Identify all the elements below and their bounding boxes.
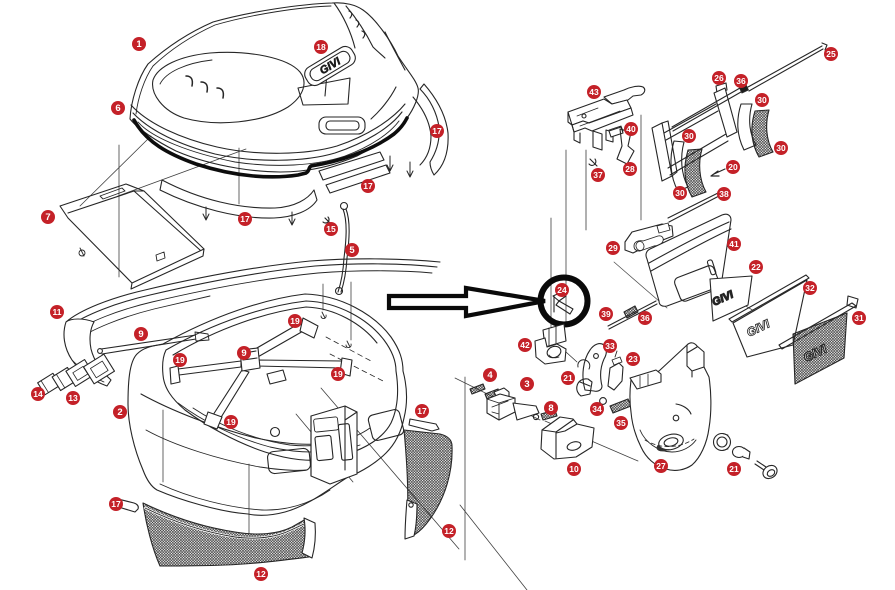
- svg-text:30: 30: [776, 143, 786, 153]
- svg-text:13: 13: [68, 393, 78, 403]
- svg-text:17: 17: [417, 406, 427, 416]
- svg-text:31: 31: [854, 313, 864, 323]
- svg-text:6: 6: [115, 103, 120, 114]
- svg-text:10: 10: [569, 464, 579, 474]
- svg-text:40: 40: [626, 124, 636, 134]
- svg-text:30: 30: [757, 95, 767, 105]
- svg-text:41: 41: [729, 239, 739, 249]
- svg-text:32: 32: [805, 283, 815, 293]
- svg-text:23: 23: [628, 354, 638, 364]
- svg-text:17: 17: [432, 126, 442, 136]
- svg-text:25: 25: [826, 49, 836, 59]
- svg-text:43: 43: [589, 87, 599, 97]
- svg-text:42: 42: [520, 340, 530, 350]
- svg-text:38: 38: [719, 189, 729, 199]
- svg-text:5: 5: [349, 245, 355, 256]
- svg-text:30: 30: [675, 188, 685, 198]
- svg-text:15: 15: [326, 224, 336, 234]
- svg-text:17: 17: [240, 214, 250, 224]
- svg-text:22: 22: [751, 262, 761, 272]
- svg-text:9: 9: [241, 348, 246, 359]
- svg-text:34: 34: [592, 404, 602, 414]
- svg-text:2: 2: [117, 407, 122, 418]
- svg-text:33: 33: [605, 341, 615, 351]
- svg-text:27: 27: [656, 461, 666, 471]
- svg-text:14: 14: [33, 389, 43, 399]
- svg-text:30: 30: [684, 131, 694, 141]
- svg-text:12: 12: [444, 526, 454, 536]
- svg-text:19: 19: [290, 316, 300, 326]
- svg-text:24: 24: [557, 285, 567, 295]
- svg-text:26: 26: [714, 73, 724, 83]
- svg-text:19: 19: [226, 417, 236, 427]
- svg-text:21: 21: [729, 464, 739, 474]
- svg-text:1: 1: [136, 39, 142, 50]
- svg-text:11: 11: [53, 307, 62, 317]
- svg-text:8: 8: [548, 403, 553, 414]
- svg-text:17: 17: [111, 499, 121, 509]
- svg-text:18: 18: [316, 42, 326, 52]
- svg-text:17: 17: [363, 181, 373, 191]
- svg-text:9: 9: [138, 329, 143, 340]
- svg-text:37: 37: [593, 170, 603, 180]
- svg-text:36: 36: [640, 313, 650, 323]
- svg-text:29: 29: [608, 243, 618, 253]
- svg-text:7: 7: [45, 212, 50, 223]
- svg-text:3: 3: [524, 379, 529, 390]
- svg-text:36: 36: [736, 76, 746, 86]
- svg-text:4: 4: [487, 370, 493, 381]
- svg-text:21: 21: [563, 373, 573, 383]
- svg-text:19: 19: [175, 355, 185, 365]
- svg-text:39: 39: [601, 309, 611, 319]
- svg-text:20: 20: [728, 162, 738, 172]
- svg-text:19: 19: [333, 369, 343, 379]
- svg-text:12: 12: [256, 569, 266, 579]
- svg-text:35: 35: [616, 418, 626, 428]
- svg-text:28: 28: [625, 164, 635, 174]
